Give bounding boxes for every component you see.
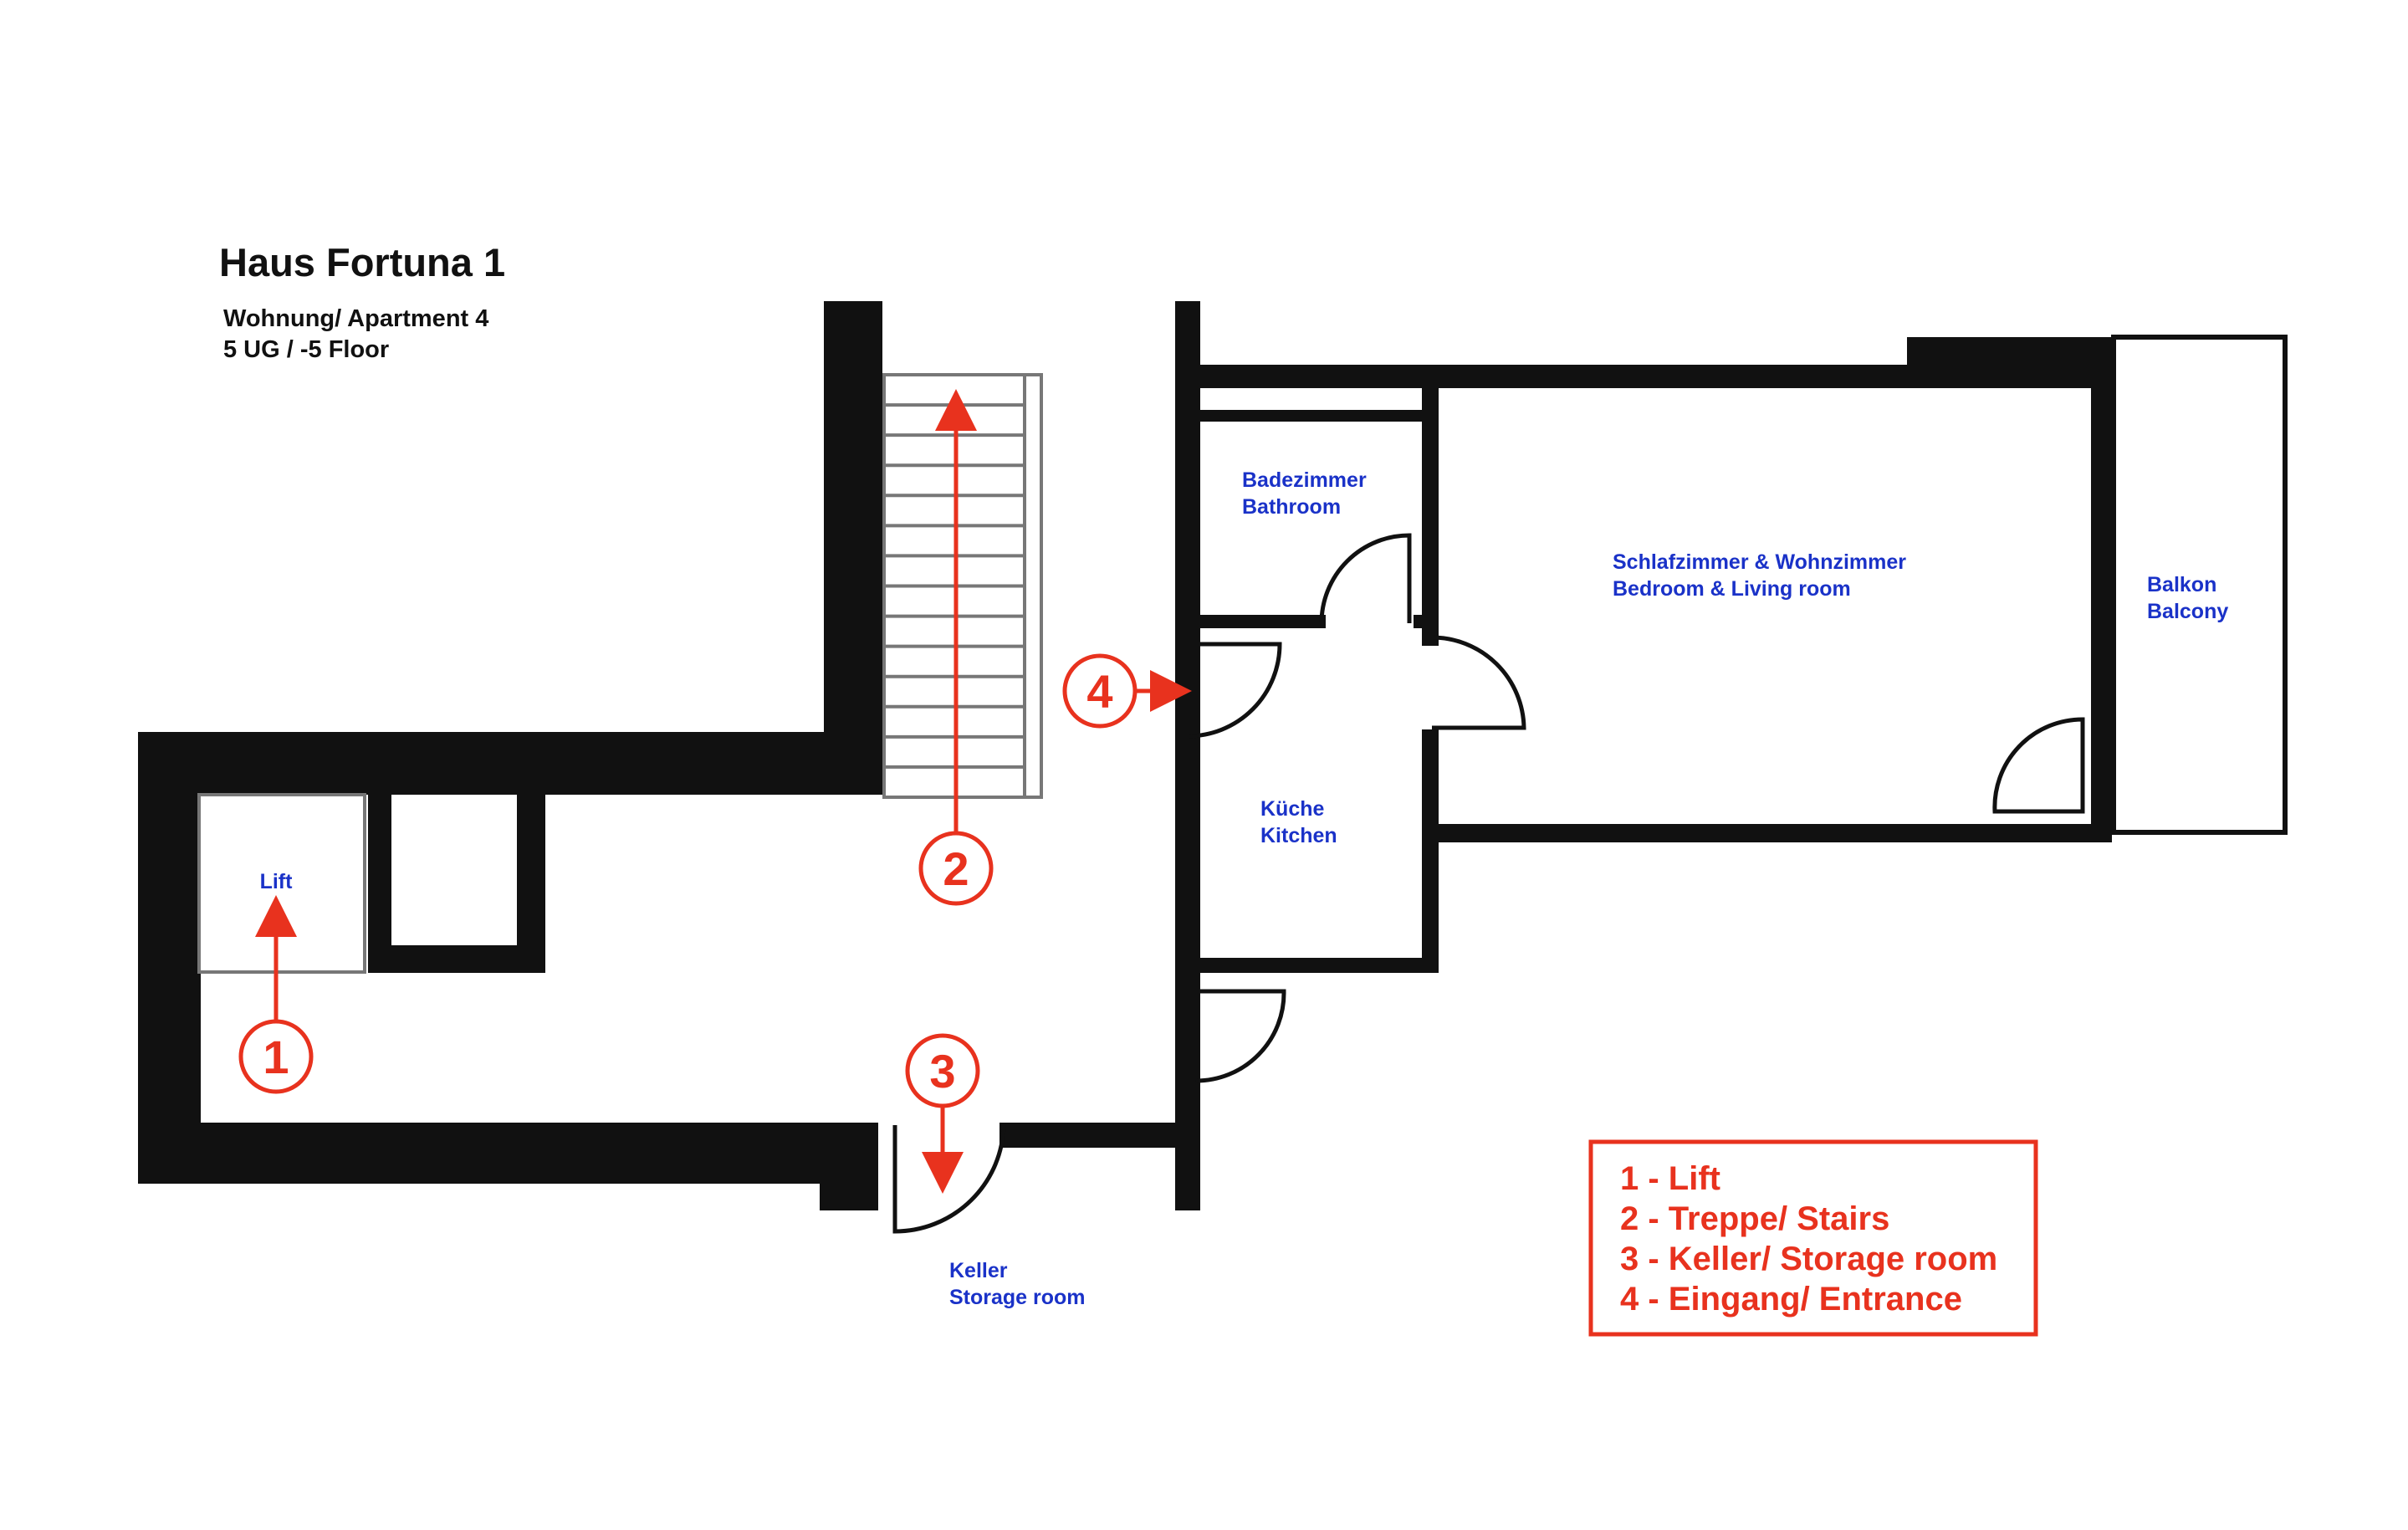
floor-label: 5 UG / -5 Floor (223, 336, 389, 363)
entrance-door (1187, 642, 1282, 739)
marker-2-circle (918, 831, 994, 906)
hall-bottom-wall (138, 1123, 874, 1184)
balcony-door (1992, 717, 2085, 814)
hallway-walls (138, 301, 1200, 1210)
room-labels: Badezimmer Bathroom Schlafzimmer & Wohnz… (949, 468, 2228, 1309)
kitchen-bottom-wall (1192, 958, 1439, 973)
balcony-outline (2111, 335, 2288, 835)
bedroom-label-de: Schlafzimmer & Wohnzimmer (1613, 550, 1906, 574)
kitchen-label-de: Küche (1260, 797, 1325, 821)
lift-box (197, 793, 366, 974)
legend: 1 - Lift 2 - Treppe/ Stairs 3 - Keller/ … (1588, 1139, 2038, 1337)
legend-item-1: 1 - Lift (1620, 1160, 1720, 1197)
bath-right-wall (1422, 385, 1439, 646)
plan-title: Haus Fortuna 1 (219, 240, 505, 284)
hall-right-wall (1175, 301, 1200, 1210)
legend-item-2: 2 - Treppe/ Stairs (1620, 1200, 1889, 1237)
storage-door (892, 1124, 1006, 1234)
marker-3-number: 3 (929, 1045, 955, 1098)
hall-side-door (1195, 989, 1286, 1083)
legend-item-4: 4 - Eingang/ Entrance (1620, 1281, 1962, 1318)
stair-wall (824, 301, 882, 795)
hall-bottom-wall-right (999, 1123, 1179, 1148)
markers: 1 2 3 4 (238, 389, 1192, 1194)
kitchen-label-en: Kitchen (1260, 824, 1337, 847)
hall-top-wall (138, 732, 882, 795)
doors (892, 533, 2085, 1234)
stairs (882, 373, 1043, 799)
lift-label: Lift (260, 870, 294, 893)
bath-bottom-wall-right (1414, 615, 1439, 628)
storage-label-en: Storage room (949, 1286, 1086, 1309)
marker-2-number: 2 (943, 842, 969, 895)
kitchen-right-wall (1422, 729, 1439, 972)
storage-label-de: Keller (949, 1259, 1008, 1282)
marker-4-number: 4 (1086, 665, 1112, 718)
balcony-label-en: Balcony (2147, 600, 2228, 623)
bath-door (1319, 533, 1412, 624)
marker-1-number: 1 (263, 1031, 289, 1083)
marker-3-circle (905, 1033, 980, 1108)
apartment-walls (1192, 335, 2288, 973)
bath-bottom-wall-left (1192, 615, 1326, 628)
hall-bottom-stub (820, 1123, 878, 1210)
bath-top-wall (1192, 410, 1426, 422)
bedroom-label-en: Bedroom & Living room (1613, 577, 1851, 601)
bathroom-label-de: Badezimmer (1242, 468, 1367, 492)
hall-left-wall (138, 732, 201, 1184)
bathroom-label-en: Bathroom (1242, 495, 1341, 519)
top-wall-thick (1907, 337, 2116, 387)
balcony-window (2094, 387, 2114, 822)
bedroom-door (1431, 635, 1526, 730)
legend-item-3: 3 - Keller/ Storage room (1620, 1241, 1997, 1277)
marker-1-circle (238, 1019, 314, 1094)
balcony-label-de: Balkon (2147, 573, 2216, 596)
apartment-label: Wohnung/ Apartment 4 (223, 305, 488, 332)
bedroom-bottom-wall (1439, 824, 2112, 842)
legend-box (1588, 1139, 2038, 1337)
shaft-interior (391, 795, 517, 945)
marker-4-circle (1062, 653, 1138, 729)
